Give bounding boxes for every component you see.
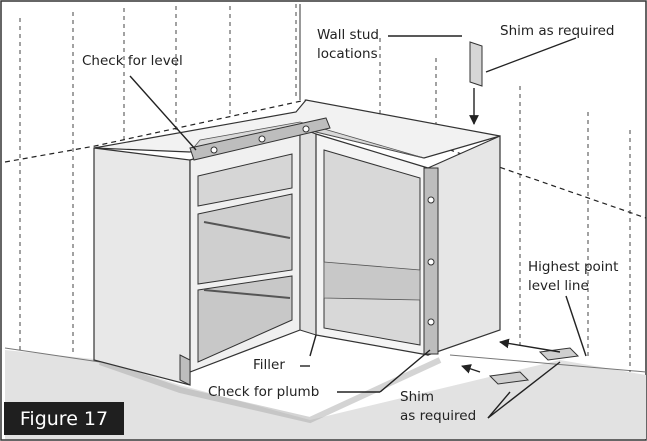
right-cabinet-opening bbox=[323, 149, 421, 346]
wall-shim bbox=[469, 41, 483, 87]
plumb-bubble-2 bbox=[427, 258, 435, 266]
label-wall-stud-locations: Wall stud locations bbox=[317, 27, 380, 62]
left-cabinet-toe bbox=[179, 354, 191, 386]
level-bubble-1 bbox=[210, 146, 218, 154]
floor-shim-1 bbox=[488, 371, 530, 385]
floor-wall-seam bbox=[4, 347, 647, 373]
plumb-bubble-1 bbox=[427, 196, 435, 204]
level-bubble-2 bbox=[258, 135, 266, 143]
left-cabinet-side bbox=[93, 147, 191, 386]
left-upper-opening bbox=[197, 153, 293, 207]
figure-number-badge: Figure 17 bbox=[4, 402, 124, 435]
label-check-for-level: Check for level bbox=[82, 53, 183, 69]
floor-shim-2 bbox=[538, 347, 580, 361]
drawer-slide-2 bbox=[203, 289, 291, 299]
floor bbox=[5, 350, 646, 439]
floor-shadow bbox=[99, 357, 442, 424]
leader-lines bbox=[129, 35, 587, 419]
label-check-for-plumb: Check for plumb bbox=[208, 384, 320, 400]
label-filler: Filler bbox=[253, 357, 285, 373]
plumb-bubble-3 bbox=[427, 318, 435, 326]
level-bubble-3 bbox=[302, 125, 310, 133]
filler-strip bbox=[299, 127, 317, 336]
label-highest-point-level-line: Highest point level line bbox=[528, 259, 619, 294]
drawer-slide-1 bbox=[203, 221, 291, 239]
label-shim-as-required-bottom: Shim as required bbox=[400, 389, 477, 424]
wall-stud-lines bbox=[19, 4, 631, 372]
left-lower-opening bbox=[197, 275, 293, 363]
right-cabinet-side bbox=[427, 135, 501, 356]
label-shim-as-required-top: Shim as required bbox=[500, 23, 615, 39]
left-mid-opening bbox=[197, 193, 293, 285]
right-cabinet-shelf bbox=[323, 261, 421, 301]
